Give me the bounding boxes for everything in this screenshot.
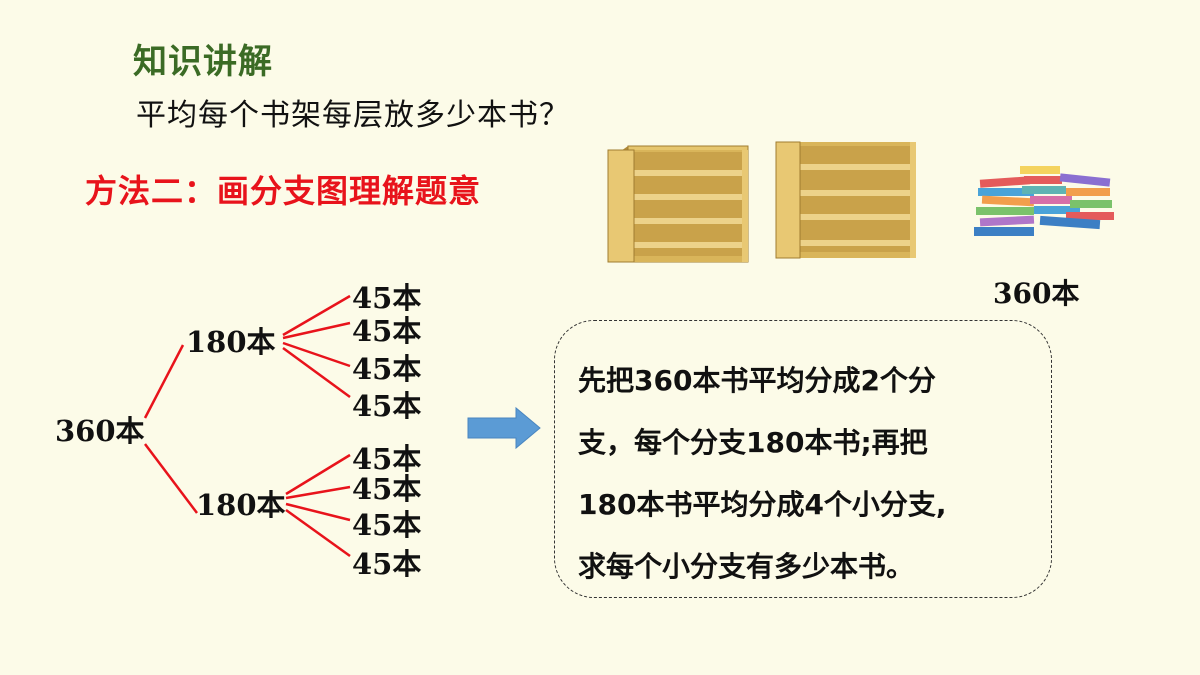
explanation-box [554, 320, 1052, 598]
tree-leaf-node: 45本 [352, 547, 422, 581]
explanation-line: 先把360本书平均分成2个分 [578, 364, 936, 397]
question-text: 平均每个书架每层放多少本书？ [136, 98, 570, 133]
tree-branch-node: 180本 [196, 488, 286, 522]
book-stack-icon [974, 166, 1114, 236]
bookshelf-icon [607, 145, 749, 263]
tree-leaf-node: 45本 [352, 281, 422, 315]
explanation-line: 180本书平均分成4个小分支, [578, 488, 947, 521]
method-title: 方法二：画分支图理解题意 [85, 172, 482, 210]
right-arrow-icon [467, 406, 541, 450]
explanation-line: 求每个小分支有多少本书。 [578, 550, 915, 583]
tree-lines [143, 294, 351, 558]
tree-leaf-node: 45本 [352, 389, 422, 423]
tree-leaf-node: 45本 [352, 472, 422, 506]
tree-leaf-node: 45本 [352, 442, 422, 476]
bookshelf-icon [775, 141, 916, 259]
tree-root-node: 360本 [55, 414, 145, 448]
tree-leaf-node: 45本 [352, 352, 422, 386]
tree-leaf-node: 45本 [352, 314, 422, 348]
explanation-line: 支，每个分支180本书;再把 [578, 426, 928, 459]
explanation-text: 先把360本书平均分成2个分 支，每个分支180本书;再把 180本书平均分成4… [578, 350, 1048, 598]
tree-branch-node: 180本 [186, 325, 276, 359]
section-title: 知识讲解 [133, 42, 273, 82]
tree-leaf-node: 45本 [352, 508, 422, 542]
books-count-label: 360本 [993, 277, 1080, 310]
